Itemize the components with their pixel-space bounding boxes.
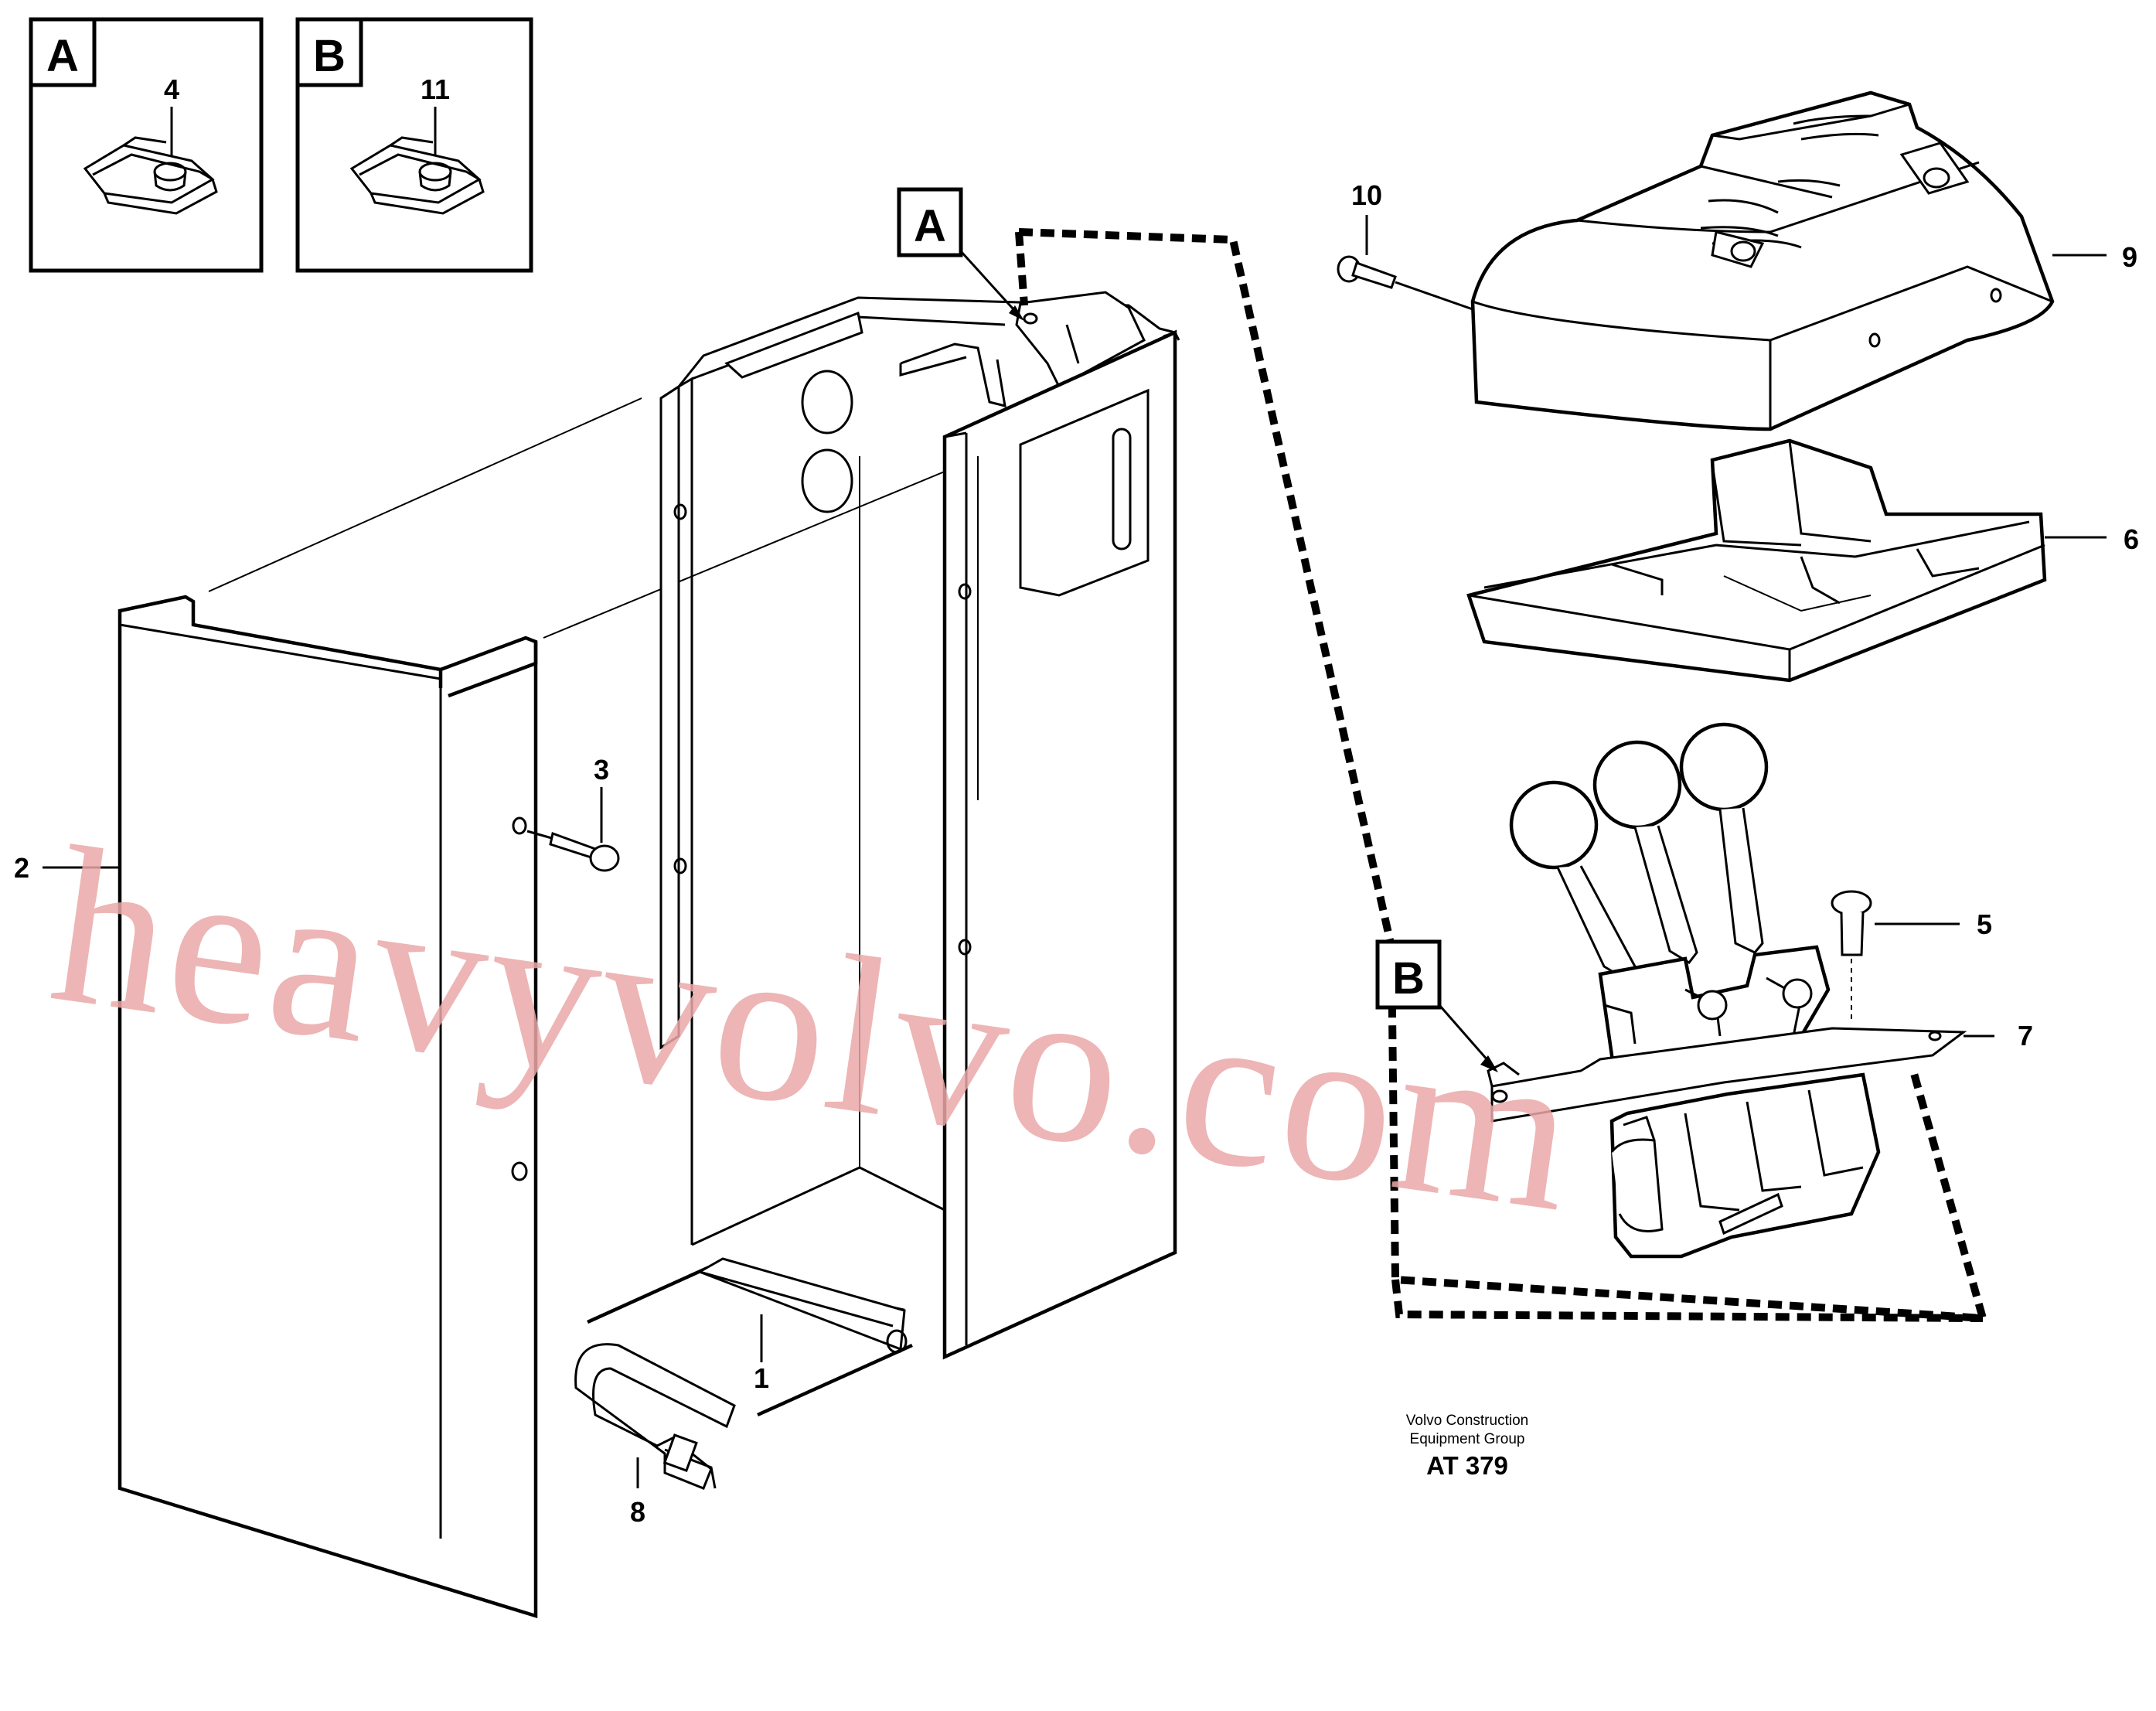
label-part-6: 6 [2124, 523, 2139, 555]
detail-box-a-letter: A [46, 31, 79, 81]
label-group-part-2: 2 [14, 852, 120, 884]
detail-enclosure-dashed [1015, 228, 1988, 1323]
callout-a: A [897, 187, 1024, 321]
clip-nut-icon [349, 136, 485, 215]
footer-line-1: Volvo Construction [1406, 1413, 1528, 1429]
lever-knob-3 [1679, 722, 1769, 812]
control-cover: 9 [1470, 90, 2137, 431]
publisher-footer: Volvo Construction Equipment Group AT 37… [1406, 1413, 1528, 1480]
detail-box-a: A 4 [29, 17, 264, 273]
clip-nut-icon [83, 136, 218, 215]
lever-knob-1 [1509, 780, 1599, 870]
footer-line-2: Equipment Group [1410, 1431, 1525, 1447]
detail-box-b: B 11 [295, 17, 533, 273]
side-cover-panel [118, 397, 983, 1619]
label-part-4: 4 [164, 73, 179, 105]
callout-b-letter: B [1392, 953, 1425, 1004]
label-part-5: 5 [1977, 908, 1992, 940]
label-part-2: 2 [14, 852, 29, 884]
callout-b: B [1375, 939, 1498, 1072]
console-housing [587, 291, 1180, 1417]
label-part-7: 7 [2018, 1020, 2033, 1051]
label-part-11: 11 [421, 73, 450, 105]
lever-knob-2 [1592, 740, 1682, 830]
support-bar: 1 [697, 1257, 908, 1394]
footer-code: AT 379 [1426, 1451, 1508, 1480]
screw-part-5: 5 [1831, 890, 1992, 1021]
detail-box-b-letter: B [313, 31, 346, 81]
label-part-10: 10 [1351, 179, 1382, 211]
retaining-strap: 8 [574, 1343, 736, 1528]
cover-base-tray: 6 [1466, 438, 2139, 683]
callout-a-letter: A [914, 201, 946, 251]
control-valve-assembly: 7 [1487, 722, 2033, 1259]
label-part-3: 3 [594, 754, 609, 786]
label-part-1: 1 [754, 1362, 769, 1394]
screw-part-3: 3 [512, 754, 620, 872]
screw-part-10: 10 [1337, 179, 1473, 311]
label-part-9: 9 [2122, 241, 2137, 273]
label-part-8: 8 [630, 1496, 645, 1528]
